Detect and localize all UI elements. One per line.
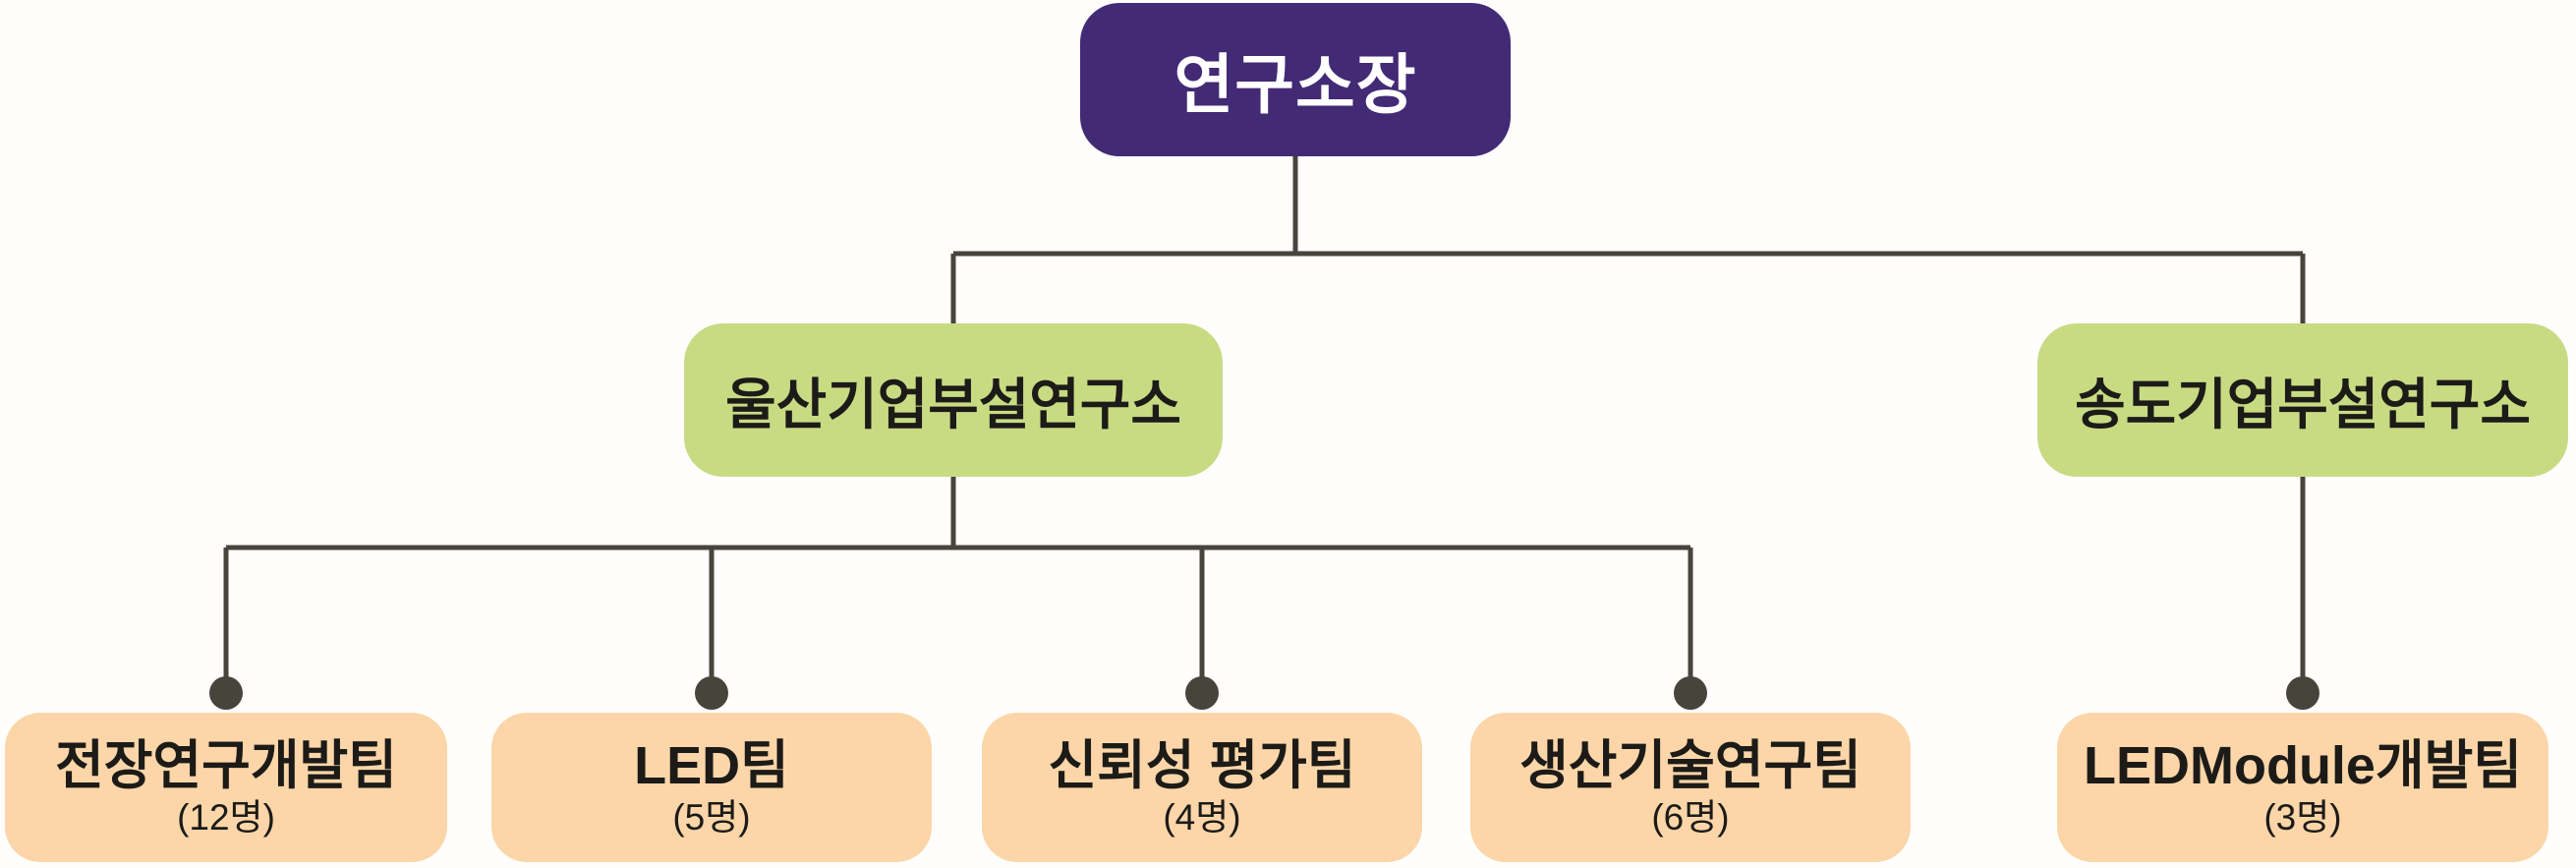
- team-name: 신뢰성 평가팀: [1048, 736, 1356, 796]
- team-node-led: LED팀 (5명): [491, 713, 932, 862]
- team-count: (3명): [2263, 796, 2342, 838]
- node-label: 울산기업부설연구소: [725, 373, 1181, 435]
- team-name: LEDModule개발팀: [2083, 736, 2522, 796]
- team-count: (12명): [177, 796, 275, 838]
- connector-dot-team1: [209, 676, 243, 710]
- node-research-director: 연구소장: [1080, 3, 1511, 156]
- connector-dot-team2: [695, 676, 728, 710]
- team-name: LED팀: [634, 736, 789, 796]
- node-ulsan-lab: 울산기업부설연구소: [684, 323, 1223, 477]
- team-name: 전장연구개발팀: [55, 736, 397, 796]
- team-name: 생산기술연구팀: [1519, 736, 1861, 796]
- connector-dot-team5: [2286, 676, 2319, 710]
- node-label: 연구소장: [1174, 48, 1417, 121]
- team-count: (5명): [672, 796, 751, 838]
- team-count: (6명): [1651, 796, 1730, 838]
- node-label: 송도기업부설연구소: [2075, 373, 2531, 435]
- connector-dot-team4: [1674, 676, 1707, 710]
- team-node-production-tech: 생산기술연구팀 (6명): [1470, 713, 1911, 862]
- node-songdo-lab: 송도기업부설연구소: [2037, 323, 2568, 477]
- connector-dot-team3: [1185, 676, 1219, 710]
- team-node-reliability-eval: 신뢰성 평가팀 (4명): [982, 713, 1422, 862]
- team-node-led-module: LEDModule개발팀 (3명): [2057, 713, 2548, 862]
- team-node-electronics-rnd: 전장연구개발팀 (12명): [5, 713, 447, 862]
- team-count: (4명): [1163, 796, 1241, 838]
